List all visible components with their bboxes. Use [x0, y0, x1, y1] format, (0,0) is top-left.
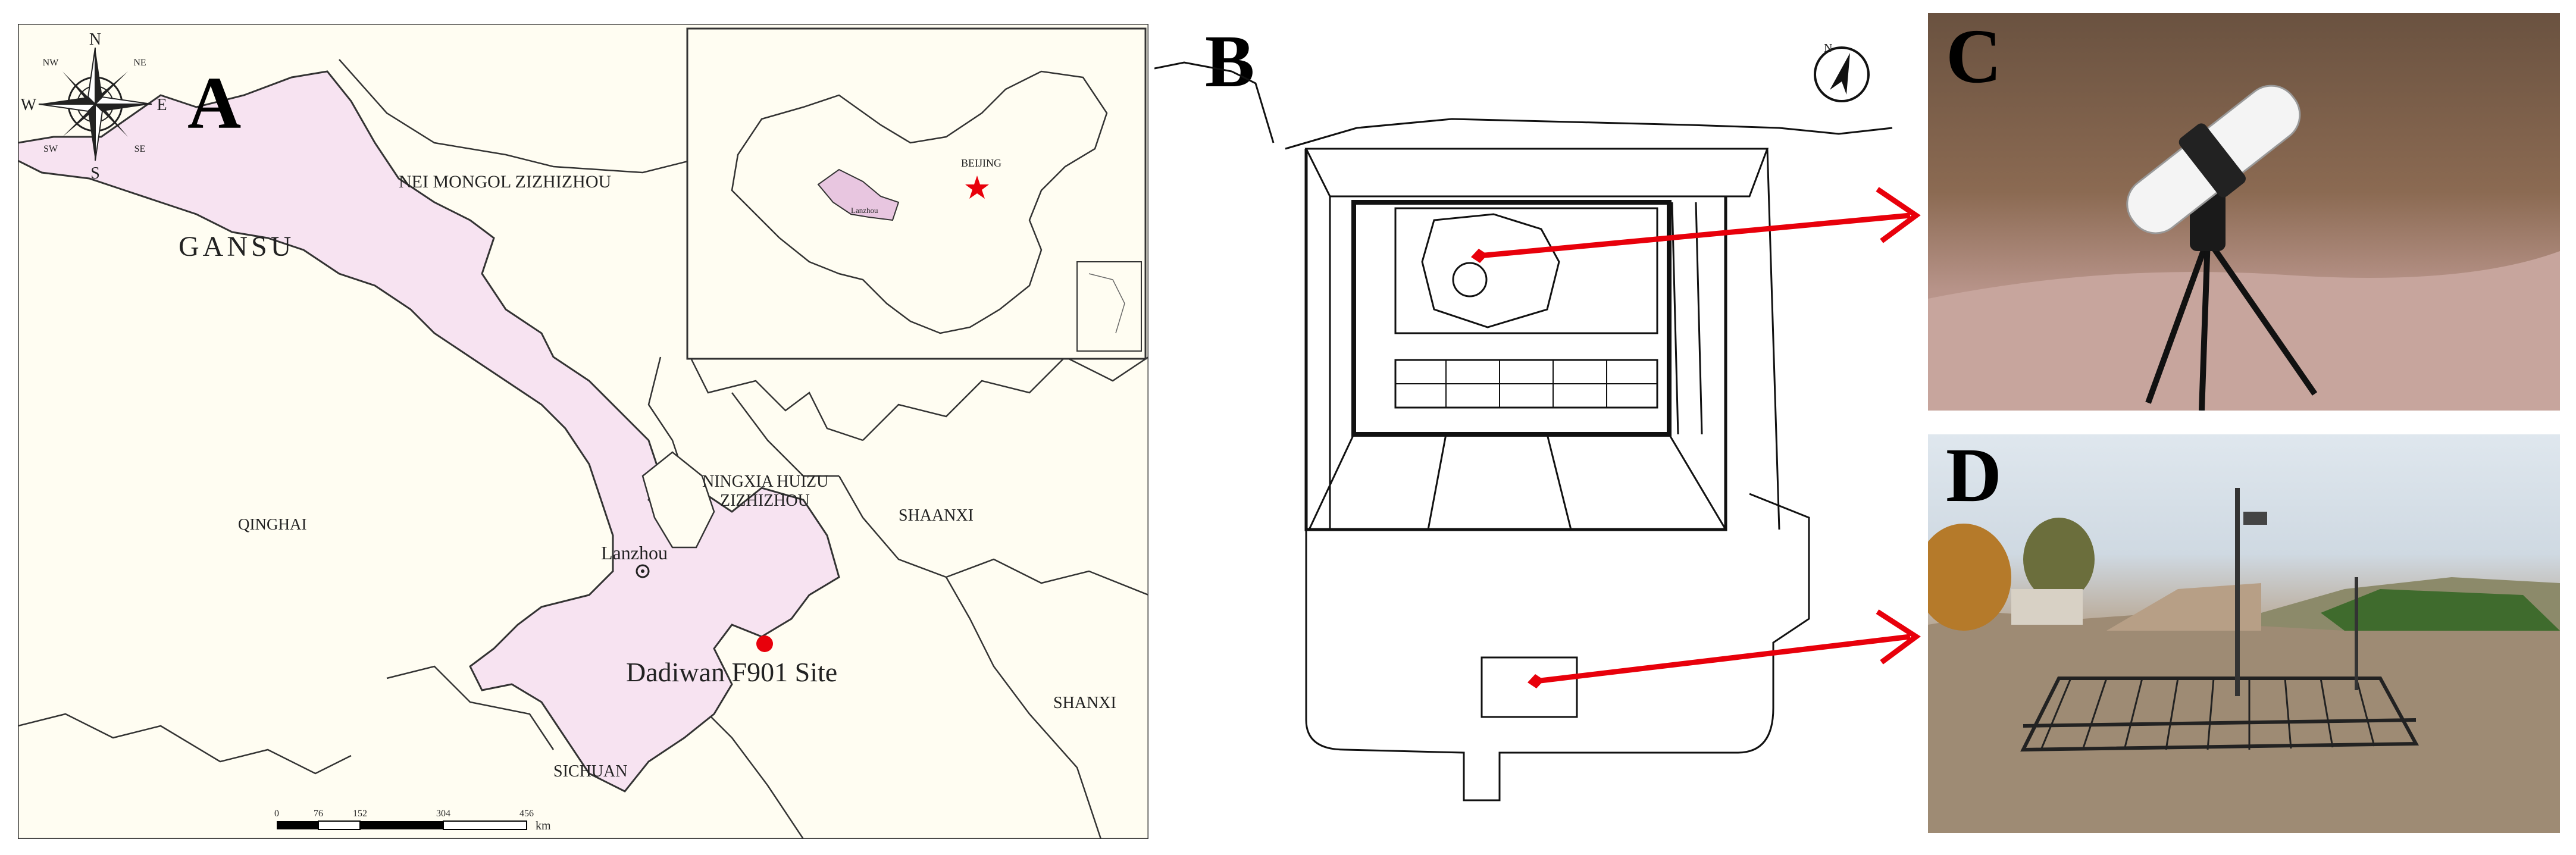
region-label-ningxia-1: NINGXIA HUIZU	[702, 472, 828, 491]
inset-label-beijing: BEIJING	[961, 157, 1001, 169]
panel-letter-d: D	[1946, 434, 2002, 518]
site-label: Dadiwan F901 Site	[626, 657, 837, 687]
scale-unit: km	[536, 819, 551, 832]
region-label-shaanxi: SHAANXI	[899, 506, 974, 525]
panel-c-photo: C	[1928, 13, 2560, 411]
inset-map-china: BEIJING Lanzhou	[686, 27, 1147, 360]
beijing-star-icon	[965, 176, 989, 199]
arrow-to-photo-d	[1528, 609, 1921, 688]
lanzhou-marker	[636, 564, 650, 578]
scale-tick-0: 0	[274, 809, 279, 819]
ningxia-province	[641, 451, 715, 549]
region-label-nei-mongol: NEI MONGOL ZIZHIZHOU	[399, 172, 611, 192]
scale-tick-152: 152	[353, 809, 367, 819]
compass-s: S	[90, 164, 100, 183]
scale-tick-456: 456	[519, 809, 534, 819]
compass-ne: NE	[133, 58, 146, 68]
site-plan-lines	[1154, 61, 1893, 801]
compass-sw: SW	[43, 144, 58, 154]
province-boundaries	[18, 59, 1148, 839]
scale-bar: 0 76 152 304 456 km	[274, 809, 551, 832]
inset-south-sea-box	[1076, 261, 1142, 352]
compass-n: N	[89, 30, 101, 49]
map-canvas: N S E W NE NW SE SW A GANSU NEI MONGOL Z…	[18, 24, 1148, 839]
compass-se: SE	[134, 144, 146, 154]
north-arrow-icon: N	[1814, 42, 1870, 102]
inset-label-lanzhou: Lanzhou	[851, 206, 878, 215]
station-photo	[1928, 488, 2560, 833]
arrow-to-photo-c	[1471, 187, 1921, 263]
scale-tick-76: 76	[314, 809, 323, 819]
region-label-sichuan: SICHUAN	[553, 762, 627, 781]
compass-w: W	[21, 96, 37, 114]
region-label-ningxia-2: ZIZHIZHOU	[720, 491, 810, 510]
gansu-province	[18, 70, 840, 793]
compass-nw: NW	[43, 58, 60, 68]
panel-letter-a: A	[187, 62, 241, 145]
trees	[1928, 518, 2095, 631]
panel-letter-c: C	[1946, 14, 2002, 99]
fence-enclosure	[2020, 677, 2420, 752]
region-label-gansu: GANSU	[179, 231, 295, 262]
scale-tick-304: 304	[436, 809, 450, 819]
panel-a-map: N S E W NE NW SE SW A GANSU NEI MONGOL Z…	[18, 24, 1148, 839]
compass-rose: N S E W NE NW SE SW	[21, 30, 167, 183]
panel-letter-b: B	[1205, 24, 1254, 103]
compass-e: E	[156, 96, 167, 114]
tripod-icon	[2145, 237, 2318, 411]
sensor-photo	[1928, 84, 2560, 411]
city-label-lanzhou: Lanzhou	[601, 542, 668, 563]
region-label-shanxi: SHANXI	[1053, 694, 1116, 712]
panel-b-site-plan: B N	[1154, 24, 1928, 839]
region-label-qinghai: QINGHAI	[238, 515, 306, 533]
sensor-icon	[2126, 84, 2301, 234]
panel-d-photo: D	[1928, 434, 2560, 833]
site-marker	[756, 635, 773, 652]
north-arrow-label: N	[1824, 42, 1832, 55]
site-plan-canvas: B N	[1154, 24, 1921, 801]
